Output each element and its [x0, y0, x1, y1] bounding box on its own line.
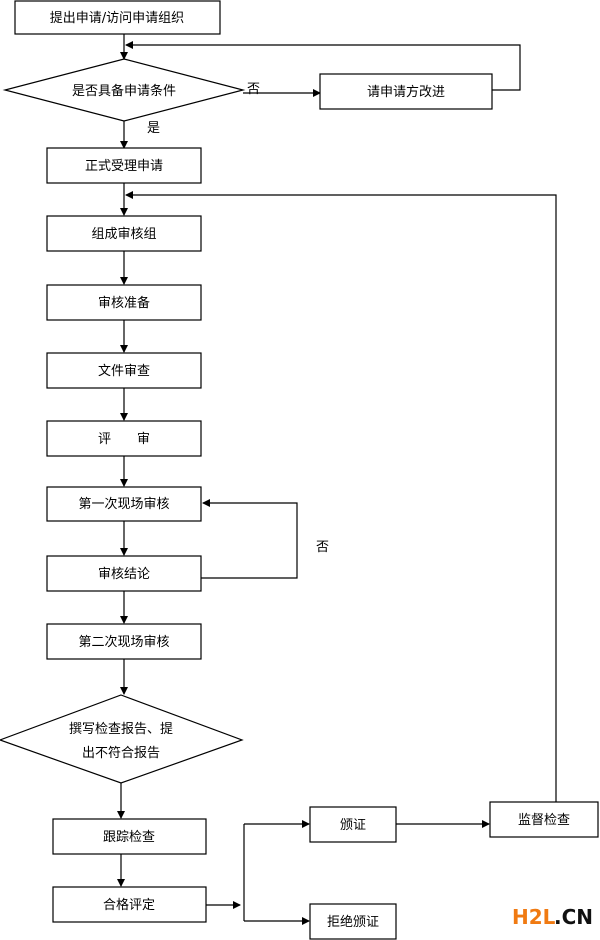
node-refuse: 拒绝颁证	[309, 903, 397, 940]
decision-conditions: 是否具备申请条件	[2, 58, 246, 122]
decision-report-label-line1: 撰写检查报告、提	[69, 721, 173, 737]
node-doc-review-label: 文件审查	[98, 364, 150, 379]
arrow-conclusion-loop-back	[201, 499, 298, 579]
edge-label-yes-conditions: 是	[147, 121, 160, 136]
node-prep-label: 审核准备	[98, 295, 150, 311]
node-accept: 正式受理申请	[46, 147, 202, 184]
connectors	[117, 34, 557, 925]
node-team: 组成审核组	[46, 215, 202, 252]
node-conclusion-label: 审核结论	[98, 567, 150, 582]
node-conclusion: 审核结论	[46, 555, 202, 592]
node-supervise-label: 监督检查	[518, 813, 570, 828]
node-submit-label: 提出申请/访问申请组织	[50, 10, 184, 26]
watermark-suffix: .CN	[554, 905, 593, 929]
node-evaluate: 评 审	[46, 420, 202, 457]
decision-report: 撰写检查报告、提 出不符合报告	[0, 694, 244, 784]
node-supervise: 监督检查	[489, 801, 599, 838]
node-improve-label: 请申请方改进	[367, 84, 445, 100]
edge-label-no-conditions: 否	[247, 82, 260, 97]
node-second-onsite-label: 第二次现场审核	[78, 634, 169, 650]
arrow-improve-loop-back	[125, 41, 521, 91]
node-evaluate-label: 评 审	[98, 432, 150, 447]
node-certify: 颁证	[309, 806, 397, 843]
node-refuse-label: 拒绝颁证	[327, 914, 379, 930]
arrow-supervise-loop-back	[125, 191, 557, 810]
node-prep: 审核准备	[46, 284, 202, 321]
node-doc-review: 文件审查	[46, 352, 202, 389]
node-qualified-label: 合格评定	[103, 897, 155, 913]
node-certify-label: 颁证	[340, 818, 366, 833]
node-first-onsite: 第一次现场审核	[46, 486, 202, 522]
node-follow-up: 跟踪检查	[52, 818, 207, 855]
decision-conditions-label: 是否具备申请条件	[72, 83, 176, 99]
node-accept-label: 正式受理申请	[85, 159, 163, 174]
node-submit: 提出申请/访问申请组织	[14, 0, 221, 35]
node-team-label: 组成审核组	[91, 227, 156, 242]
watermark: H2L .CN	[512, 905, 593, 929]
node-qualified: 合格评定	[52, 886, 207, 923]
node-first-onsite-label: 第一次现场审核	[78, 496, 169, 512]
edge-label-no-conclusion: 否	[316, 540, 329, 555]
decision-report-label-line2: 出不符合报告	[82, 745, 160, 761]
node-second-onsite: 第二次现场审核	[46, 623, 202, 660]
node-improve: 请申请方改进	[319, 73, 493, 110]
node-follow-up-label: 跟踪检查	[103, 830, 155, 845]
watermark-brand: H2L	[512, 905, 556, 929]
